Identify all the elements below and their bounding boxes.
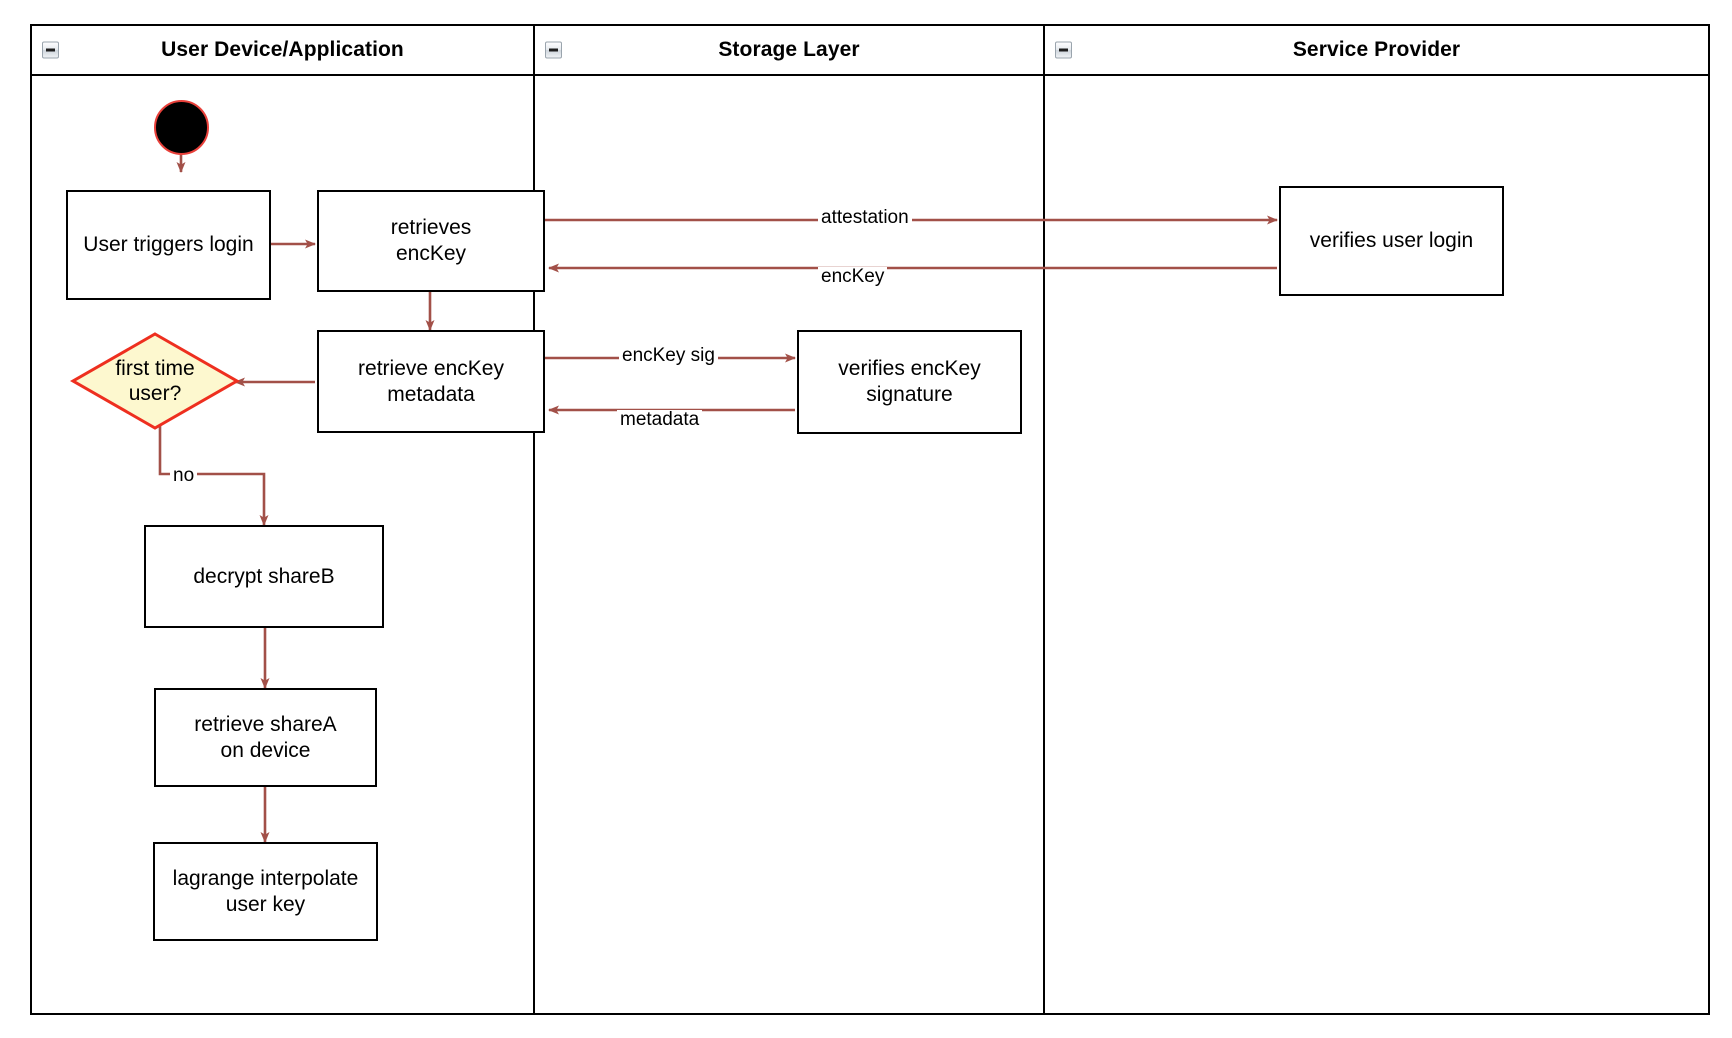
node-verifies-user-login[interactable]: verifies user login [1279, 186, 1504, 296]
lane-title-storage-layer: Storage Layer [718, 38, 860, 61]
minus-square-icon[interactable] [545, 41, 562, 59]
swimlane-storage-layer[interactable]: Storage Layer [535, 26, 1045, 1013]
lane-header-storage-layer: Storage Layer [535, 26, 1043, 76]
node-decrypt-shareb[interactable]: decrypt shareB [144, 525, 384, 628]
lane-title-service-provider: Service Provider [1292, 38, 1461, 61]
lane-header-service-provider: Service Provider [1045, 26, 1708, 76]
node-user-triggers-login[interactable]: User triggers login [66, 190, 271, 300]
node-label: verifies user login [1309, 229, 1474, 253]
node-verifies-enckey-signature[interactable]: verifies encKey signature [797, 330, 1022, 434]
edge-label-enckey-sig: encKey sig [619, 346, 718, 365]
swimlane-service-provider[interactable]: Service Provider [1045, 26, 1708, 1013]
node-label: retrieves encKey [390, 216, 472, 265]
minus-glyph [549, 48, 558, 52]
node-retrieve-enckey-metadata[interactable]: retrieve encKey metadata [317, 330, 545, 433]
node-label: verifies encKey signature [838, 357, 981, 406]
minus-square-icon[interactable] [1055, 41, 1072, 59]
edge-label-metadata: metadata [617, 410, 703, 429]
node-label: decrypt shareB [193, 564, 335, 588]
node-label: retrieve shareA on device [194, 712, 337, 762]
minus-square-icon[interactable] [42, 41, 59, 59]
node-label: first time user? [115, 356, 195, 405]
node-retrieve-sharea-on-device[interactable]: retrieve shareA on device [154, 688, 377, 787]
edge-label-enckey: encKey [818, 267, 888, 286]
node-first-time-user-decision[interactable]: first time user? [70, 331, 240, 431]
minus-glyph [46, 48, 55, 52]
minus-glyph [1059, 48, 1068, 52]
swimlane-user-device[interactable]: User Device/Application [32, 26, 535, 1013]
node-label: retrieve encKey metadata [358, 356, 504, 406]
node-lagrange-interpolate-user-key[interactable]: lagrange interpolate user key [153, 842, 378, 941]
node-label: User triggers login [83, 233, 254, 257]
node-label: lagrange interpolate user key [172, 866, 359, 916]
edge-label-attestation: attestation [818, 208, 912, 227]
edge-label-no: no [170, 466, 198, 485]
lane-title-user-device: User Device/Application [161, 38, 404, 61]
node-retrieves-enckey[interactable]: retrieves encKey [317, 190, 545, 292]
start-node[interactable] [154, 100, 209, 155]
decision-diamond-shape [70, 332, 240, 430]
lane-header-user-device: User Device/Application [32, 26, 533, 76]
